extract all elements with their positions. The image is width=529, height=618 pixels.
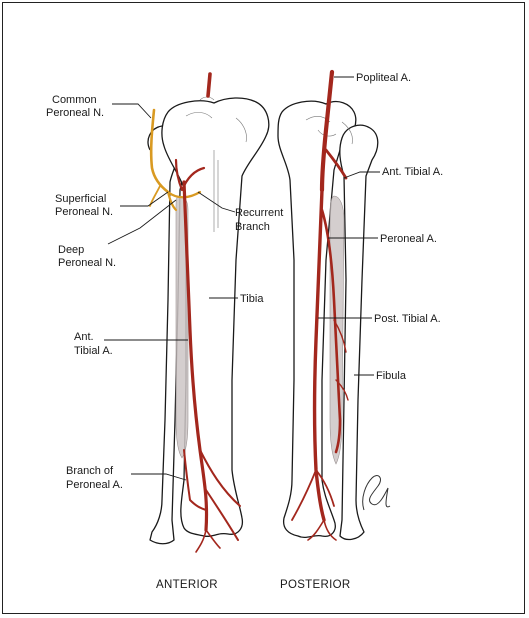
label-recurrent-branch-line1: Recurrent: [235, 207, 283, 219]
label-fibula: Fibula: [376, 370, 407, 382]
label-branch-of-peroneal-a-line1: Branch of: [66, 465, 114, 477]
anterior-view: Common Peroneal N. Superficial Peroneal …: [46, 74, 283, 552]
posterior-interosseous-membrane: [330, 196, 344, 464]
label-post-tibial-a: Post. Tibial A.: [374, 313, 441, 325]
label-popliteal-a: Popliteal A.: [356, 72, 411, 84]
anterior-popliteal-stub: [208, 74, 210, 96]
caption-posterior: POSTERIOR: [280, 579, 350, 591]
label-tibia: Tibia: [240, 293, 264, 305]
label-common-peroneal-n-line2: Peroneal N.: [46, 107, 104, 119]
label-deep-peroneal-n-line2: Peroneal N.: [58, 257, 116, 269]
label-recurrent-branch-line2: Branch: [235, 221, 270, 233]
label-branch-of-peroneal-a-line2: Peroneal A.: [66, 479, 123, 491]
label-ant-tibial-a-left-line1: Ant.: [74, 331, 94, 343]
label-peroneal-a: Peroneal A.: [380, 233, 437, 245]
caption-anterior: ANTERIOR: [156, 579, 218, 591]
posterior-view: Popliteal A. Ant. Tibial A. Peroneal A. …: [278, 72, 443, 540]
label-superficial-peroneal-n-line2: Peroneal N.: [55, 206, 113, 218]
label-ant-tibial-a-left-line2: Tibial A.: [74, 345, 113, 357]
label-common-peroneal-n-line1: Common: [52, 94, 97, 106]
label-deep-peroneal-n-line1: Deep: [58, 244, 84, 256]
label-superficial-peroneal-n-line1: Superficial: [55, 193, 106, 205]
label-ant-tibial-a-right: Ant. Tibial A.: [382, 166, 443, 178]
artist-signature: [363, 476, 390, 510]
